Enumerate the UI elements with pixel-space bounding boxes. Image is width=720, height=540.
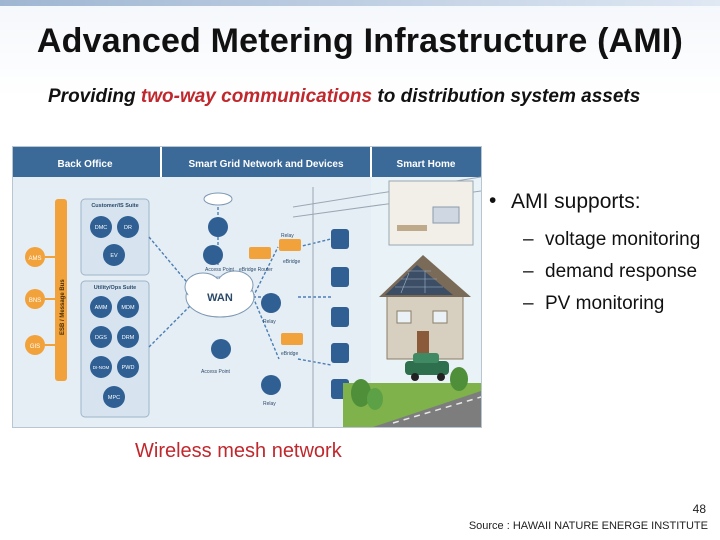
svg-text:DGS: DGS <box>95 335 107 341</box>
side-node-gis: GIS <box>25 335 45 355</box>
svg-text:MDM: MDM <box>121 305 135 311</box>
header-back-office: Back Office <box>57 159 112 170</box>
wan-cloud: WAN <box>184 270 255 318</box>
customer-suite-label: Customer/IS Suite <box>91 203 138 209</box>
message-bus-label: ESB / Message Bus <box>60 279 66 335</box>
device-label-ebridge-2: eBridge <box>281 351 298 357</box>
sub-bullet-item: PV monitoring <box>523 292 715 316</box>
source-note: Source : HAWAII NATURE ENERGE INSTITUTE <box>468 520 708 532</box>
slide-title: Advanced Metering Infrastructure (AMI) <box>36 22 684 60</box>
device-label-access-point-2: Access Point <box>201 369 231 375</box>
header-network: Smart Grid Network and Devices <box>188 159 343 170</box>
svg-text:EV: EV <box>110 253 118 259</box>
slide-subtitle: Providing two-way communications to dist… <box>48 86 708 108</box>
subtitle-highlight: two-way communications <box>140 86 373 107</box>
device-label-relay-3: Relay <box>263 401 276 407</box>
car <box>405 353 449 381</box>
header-bar <box>13 147 481 177</box>
bullet-list: AMI supports: voltage monitoring demand … <box>485 189 715 324</box>
slide-top-bar <box>0 0 720 6</box>
sub-bullet-item: demand response <box>523 260 715 284</box>
svg-text:AMM: AMM <box>95 305 108 311</box>
device-label-ebridge-1: eBridge <box>283 259 300 265</box>
sub-bullet-list: voltage monitoring demand response PV mo… <box>485 228 715 316</box>
device-relay-3 <box>261 375 281 395</box>
page-number: 48 <box>692 502 706 516</box>
svg-text:DR: DR <box>124 225 132 231</box>
wan-label: WAN <box>207 292 233 304</box>
device-label-ebridge-router: eBridge Router <box>239 267 273 273</box>
utility-suite-label: Utility/Ops Suite <box>94 285 136 291</box>
device-label-relay-2: Relay <box>263 319 276 325</box>
svg-text:BNS: BNS <box>29 298 41 304</box>
node-dgs: DGS <box>90 326 112 348</box>
svg-text:PWD: PWD <box>122 365 135 371</box>
inside-room <box>388 180 474 246</box>
side-node-ams: AMS <box>25 247 45 267</box>
side-node-bns: BNS <box>25 289 45 309</box>
svg-text:DMC: DMC <box>95 225 108 231</box>
device-ebridge-1 <box>279 239 301 251</box>
device-ebridge-2 <box>281 333 303 345</box>
node-drm: DRM <box>117 326 139 348</box>
device-label-relay-1: Relay <box>281 233 294 239</box>
meter-1 <box>331 229 349 249</box>
subtitle-suffix: to distribution system assets <box>372 86 641 107</box>
svg-text:GIS: GIS <box>30 344 40 350</box>
svg-text:DI-NOM: DI-NOM <box>93 365 110 370</box>
meter-2 <box>331 267 349 287</box>
node-pwd: PWD <box>117 356 139 378</box>
message-bus <box>55 199 67 381</box>
road <box>373 391 481 427</box>
subtitle-prefix: Providing <box>48 86 141 107</box>
node-di-nom: DI-NOM <box>90 356 112 378</box>
svg-text:DRM: DRM <box>122 335 135 341</box>
sub-bullet-item: voltage monitoring <box>523 228 715 252</box>
node-dmc: DMC <box>90 216 112 238</box>
device-ebridge-router <box>249 247 271 259</box>
node-mdm: MDM <box>117 296 139 318</box>
svg-text:AMS: AMS <box>28 256 41 262</box>
meter-4 <box>331 343 349 363</box>
meter-3 <box>331 307 349 327</box>
device-access-point-1 <box>203 245 223 265</box>
device-label-access-point-1: Access Point <box>205 267 235 273</box>
bullet-main: AMI supports: <box>485 189 715 214</box>
device-relay-1 <box>208 217 228 237</box>
node-mpc: MPC <box>103 386 125 408</box>
node-ev: EV <box>103 244 125 266</box>
diagram-caption: Wireless mesh network <box>135 440 342 462</box>
device-relay-2 <box>261 293 281 313</box>
svg-text:MPC: MPC <box>108 395 120 401</box>
header-smart-home: Smart Home <box>397 159 456 170</box>
node-amm: AMM <box>90 296 112 318</box>
house <box>379 255 471 360</box>
device-access-point-2 <box>211 339 231 359</box>
trees <box>351 367 468 410</box>
ami-network-diagram: Back Office Smart Grid Network and Devic… <box>12 146 482 428</box>
node-dr: DR <box>117 216 139 238</box>
